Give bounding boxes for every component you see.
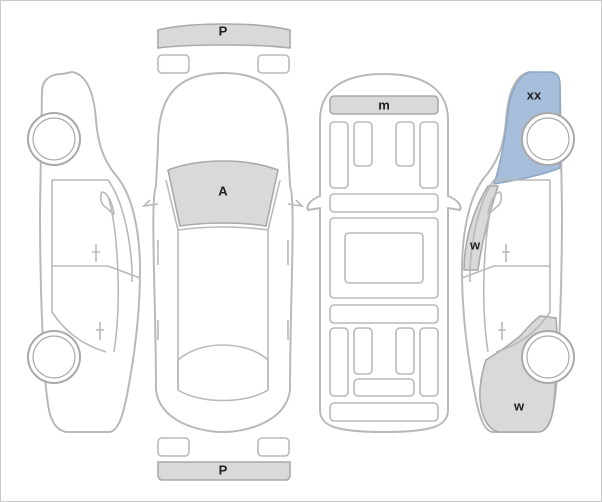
front-lamp-left[interactable] [157, 54, 190, 74]
rear-bumper[interactable] [157, 461, 291, 481]
rear-lamp-right[interactable] [257, 437, 290, 457]
front-lamp-right[interactable] [257, 54, 290, 74]
rear-bumper-label: P [219, 462, 228, 477]
right-front-fender-label: w [513, 398, 525, 413]
windshield-label: A [218, 183, 228, 198]
windshield[interactable] [167, 160, 279, 227]
front-bumper[interactable] [157, 23, 291, 49]
rear-lamp-left[interactable] [157, 437, 190, 457]
left-side-view [27, 71, 141, 433]
roof-label: m [378, 97, 390, 112]
front-bumper-label: P [219, 23, 228, 38]
top-body[interactable] [152, 72, 294, 433]
right-rocker-label: w [469, 237, 481, 252]
right-rear-fender-label: xx [527, 87, 542, 102]
top-view [141, 23, 305, 481]
interior-view [306, 73, 462, 433]
roof-panel[interactable] [329, 95, 439, 115]
right-side-view [461, 71, 575, 433]
